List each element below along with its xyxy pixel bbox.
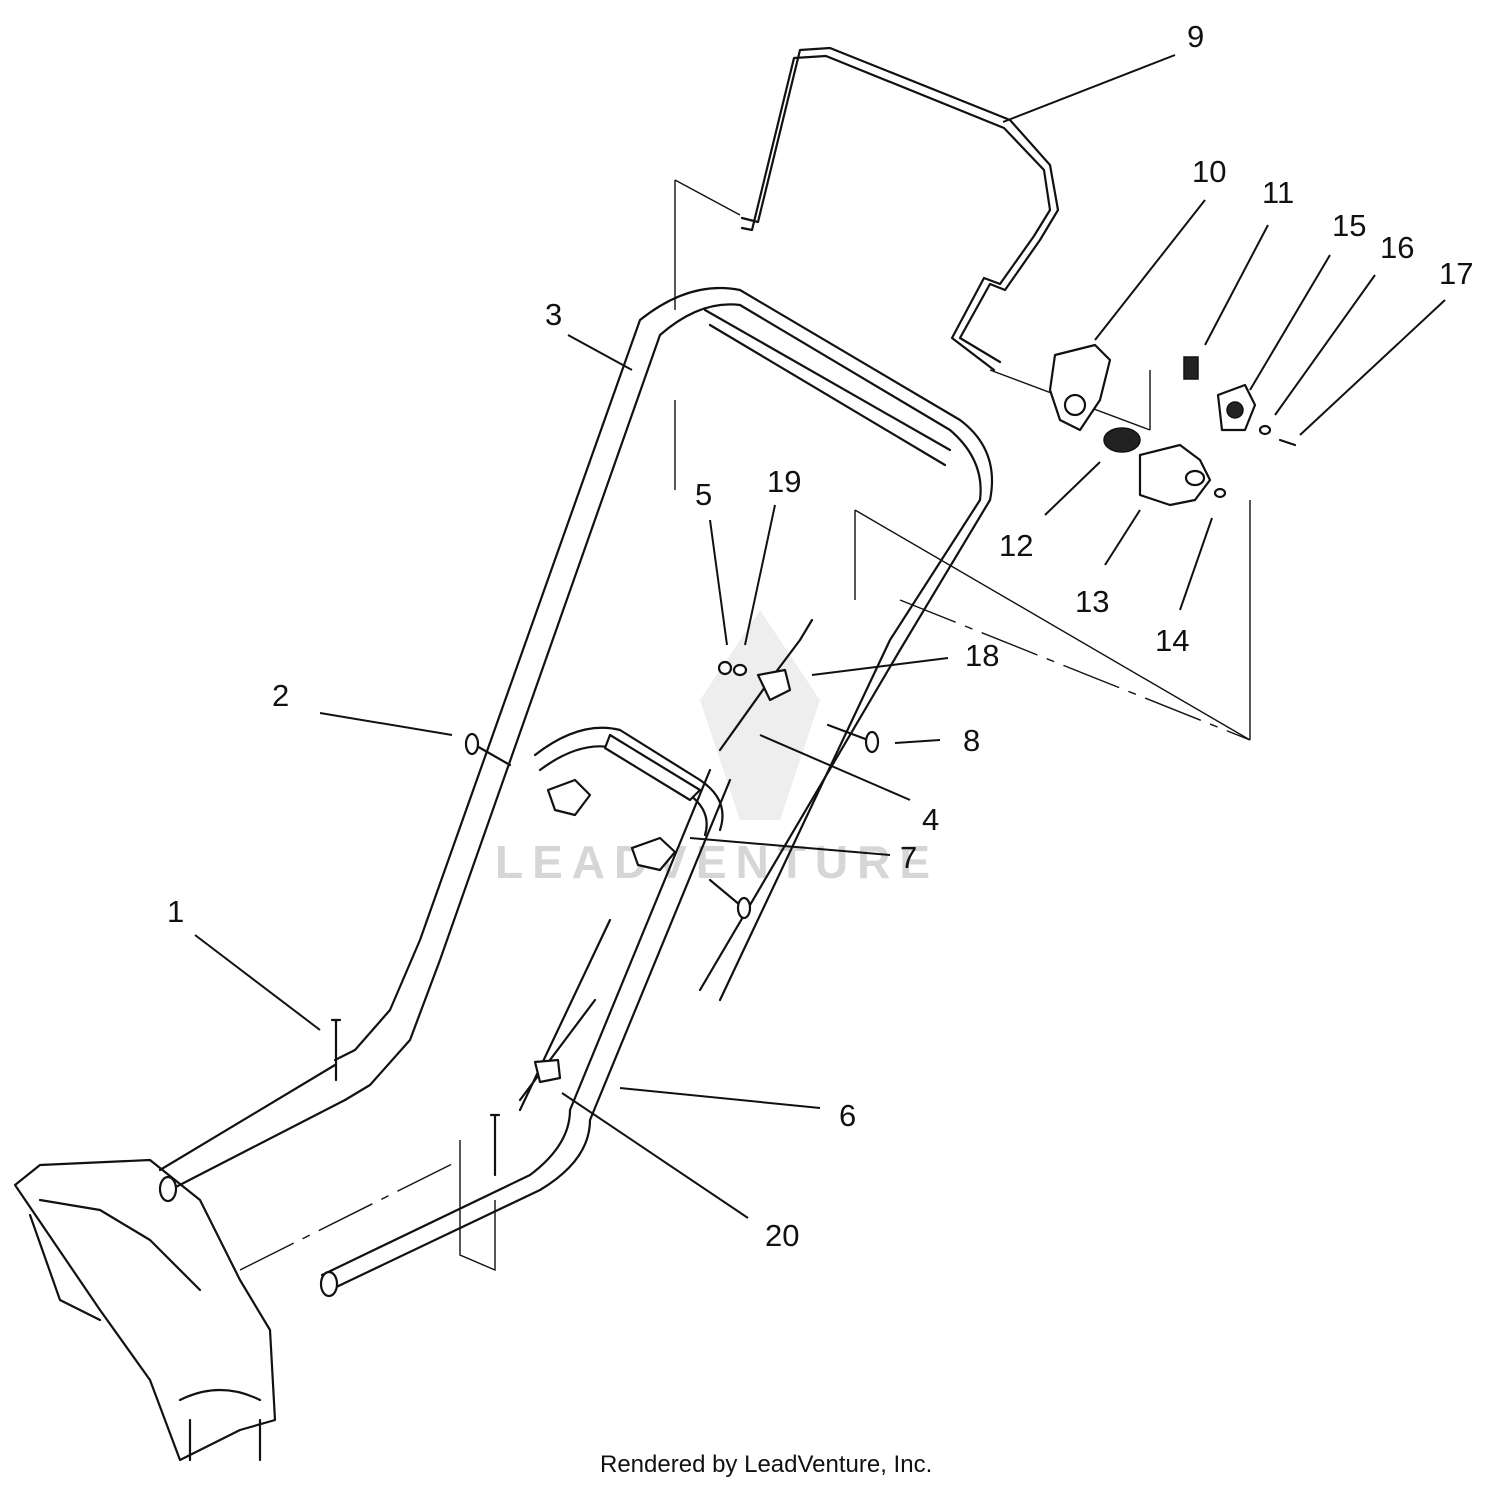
callout-5: 5 xyxy=(695,477,712,512)
bolt-lower xyxy=(708,878,752,920)
callout-15: 15 xyxy=(1332,208,1366,243)
washer-16 xyxy=(1258,424,1272,436)
bolt-8 xyxy=(826,723,880,754)
lower-bracket xyxy=(1138,443,1212,507)
small-spring xyxy=(1183,356,1199,380)
callout-6: 6 xyxy=(839,1098,856,1133)
cable-clip-18 xyxy=(756,668,792,702)
callout-11: 11 xyxy=(1262,175,1294,210)
callout-17: 17 xyxy=(1439,256,1473,291)
callout-14: 14 xyxy=(1155,623,1189,658)
screw-lower xyxy=(489,1113,501,1177)
callout-8: 8 xyxy=(963,723,980,758)
housing xyxy=(13,1158,277,1462)
callouts: 1 2 3 4 5 6 7 8 9 10 11 12 13 14 15 16 1… xyxy=(167,19,1473,1253)
leader-lines xyxy=(194,54,1446,1219)
crossbar xyxy=(533,726,724,837)
callout-2: 2 xyxy=(272,678,289,713)
torsion-spring xyxy=(1103,427,1141,453)
watermark-text: LEADVENTURE xyxy=(495,836,939,888)
nut-5 xyxy=(717,660,733,676)
upper-handle xyxy=(333,286,994,1102)
bail-bar xyxy=(740,46,1060,372)
callout-10: 10 xyxy=(1192,154,1226,189)
bail-bracket xyxy=(1048,343,1112,432)
screw-17 xyxy=(1278,438,1297,447)
control-cable xyxy=(518,618,814,1102)
knob-7-right xyxy=(630,836,677,872)
knob-7-left xyxy=(546,778,592,817)
callout-4: 4 xyxy=(922,802,939,837)
callout-20: 20 xyxy=(765,1218,799,1253)
watermark-logo-icon xyxy=(700,610,820,820)
cable-guide-20 xyxy=(533,1058,562,1084)
callout-16: 16 xyxy=(1380,230,1414,265)
footer-credit: Rendered by LeadVenture, Inc. xyxy=(600,1451,932,1478)
guide-lines xyxy=(239,179,1251,1272)
spring-cap xyxy=(1216,383,1257,432)
callout-12: 12 xyxy=(999,528,1033,563)
screw-1 xyxy=(330,1018,342,1082)
callout-7: 7 xyxy=(900,840,917,875)
callout-3: 3 xyxy=(545,297,562,332)
callout-18: 18 xyxy=(965,638,999,673)
washer-19 xyxy=(732,663,748,677)
washer-14 xyxy=(1213,487,1227,499)
bolt-2 xyxy=(464,732,512,767)
callout-19: 19 xyxy=(767,464,801,499)
callout-13: 13 xyxy=(1075,584,1109,619)
callout-9: 9 xyxy=(1187,19,1204,54)
callout-1: 1 xyxy=(167,894,184,929)
